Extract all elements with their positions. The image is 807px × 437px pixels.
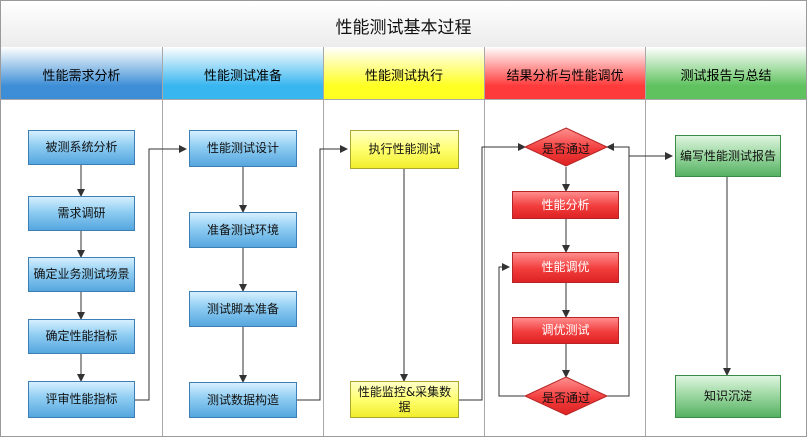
arrow-connector (297, 145, 348, 401)
node-business-scenario: 确定业务测试场景 (28, 257, 135, 292)
node-monitor-collect: 性能监控&采集数据 (350, 381, 459, 418)
lane-test-execution: 性能测试执行 (324, 47, 485, 436)
lane-report-summary: 测试报告与总结 (646, 47, 806, 436)
node-performance-tuning: 性能调优 (512, 252, 619, 283)
arrow-connector (498, 263, 525, 397)
lane-title: 性能测试执行 (364, 69, 443, 84)
lane-header-report-summary: 测试报告与总结 (646, 47, 806, 100)
node-test-environment: 准备测试环境 (189, 212, 297, 248)
lane-title: 结果分析与性能调优 (506, 69, 624, 84)
node-execute-test: 执行性能测试 (350, 130, 459, 169)
lane-title: 性能需求分析 (42, 69, 121, 84)
node-test-design: 性能测试设计 (189, 130, 297, 167)
node-test-scripts: 测试脚本准备 (189, 291, 297, 327)
diagram-title: 性能测试基本过程 (335, 18, 472, 38)
decision-diamond-2 (523, 376, 609, 416)
node-performance-metrics: 确定性能指标 (28, 319, 135, 354)
lane-header-test-preparation: 性能测试准备 (163, 47, 323, 100)
lane-header-test-execution: 性能测试执行 (324, 47, 484, 100)
arrow-connector (606, 143, 630, 397)
lane-title: 测试报告与总结 (680, 69, 772, 84)
lane-requirement-analysis: 性能需求分析 (1, 47, 163, 436)
arrow-connector (459, 143, 526, 401)
node-review-metrics: 评审性能指标 (28, 381, 135, 418)
node-system-analysis: 被测系统分析 (28, 130, 135, 165)
lane-header-analysis-tuning: 结果分析与性能调优 (485, 47, 645, 100)
lane-header-requirement-analysis: 性能需求分析 (1, 47, 162, 100)
node-test-data: 测试数据构造 (189, 382, 297, 418)
arrow-connector (135, 145, 187, 401)
decision-label-1: 是否通过 (541, 142, 590, 156)
node-knowledge-deposit: 知识沉淀 (675, 375, 781, 418)
lane-test-preparation: 性能测试准备 (163, 47, 324, 436)
node-tuning-test: 调优测试 (512, 317, 619, 344)
node-performance-analysis: 性能分析 (512, 191, 619, 219)
node-requirement-research: 需求调研 (28, 196, 135, 231)
lane-analysis-tuning: 结果分析与性能调优 (485, 47, 646, 436)
decision-label-2: 是否通过 (541, 391, 590, 405)
lane-title: 性能测试准备 (203, 69, 282, 84)
node-write-report: 编写性能测试报告 (675, 135, 781, 177)
decision-diamond-1 (523, 127, 609, 167)
